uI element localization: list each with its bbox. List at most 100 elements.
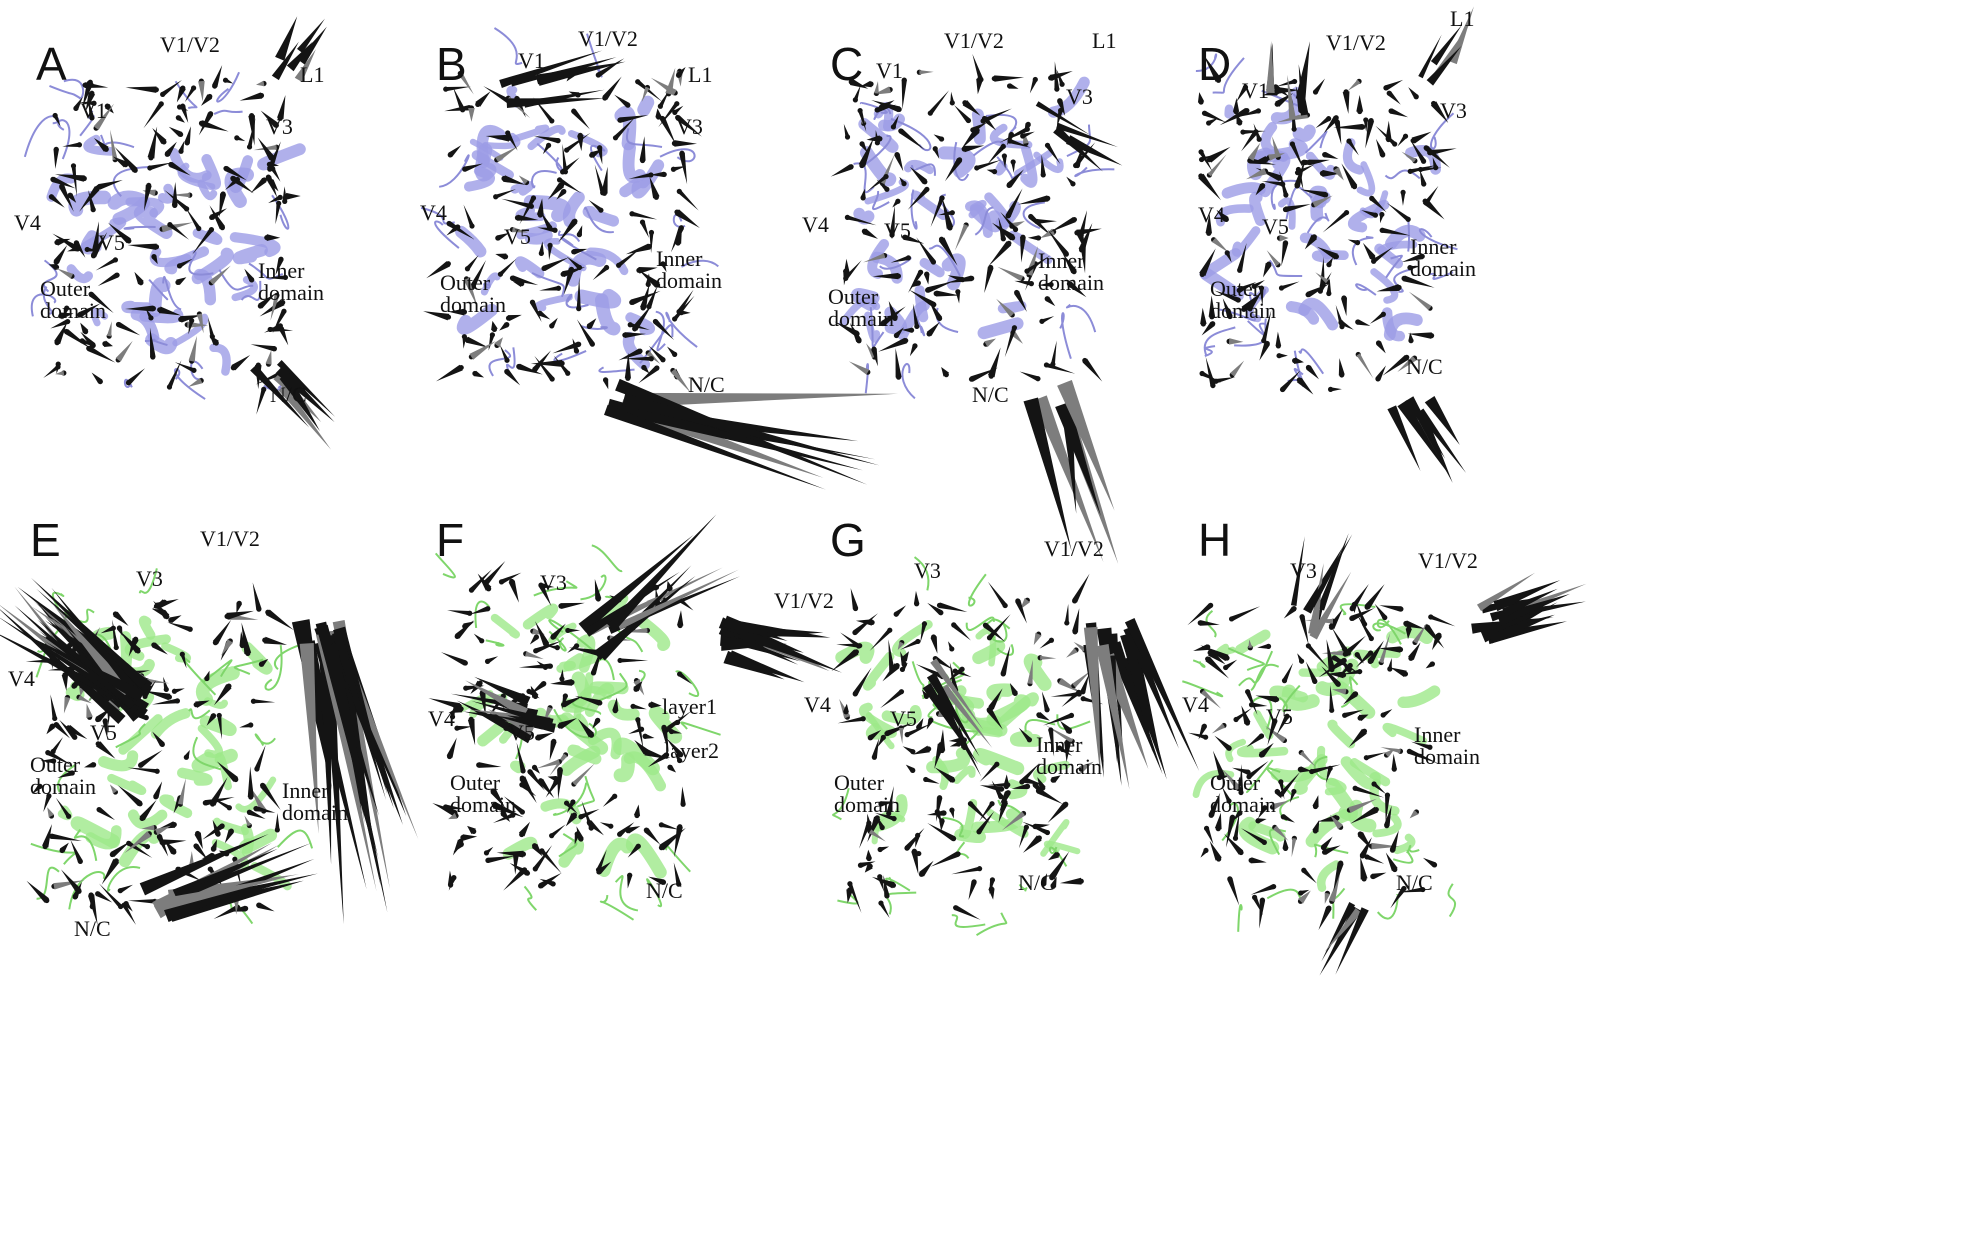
- mode-vector-arrow: [635, 719, 644, 750]
- mode-vector-arrow: [866, 813, 873, 830]
- mode-vector-arrow: [144, 184, 152, 211]
- mode-vector-arrow: [224, 78, 234, 84]
- mode-vector-arrow: [488, 334, 495, 351]
- residue-vectors: [1197, 6, 1474, 484]
- coil-loop: [188, 708, 211, 719]
- mode-vector-arrow: [627, 844, 641, 858]
- mode-vector-arrow: [117, 785, 143, 807]
- coil-loop: [63, 78, 85, 100]
- mode-vector-arrow: [49, 194, 65, 208]
- ribbon-strand: [238, 828, 278, 854]
- mode-vector-arrow: [674, 826, 683, 858]
- mode-vector-arrow: [604, 404, 826, 490]
- mode-vector-arrow: [913, 590, 920, 604]
- mode-vector-arrow: [95, 741, 116, 759]
- ribbon-strand: [201, 153, 221, 190]
- mode-vector-arrow: [51, 602, 133, 698]
- ribbon-strand: [1327, 719, 1356, 749]
- mode-vector-arrow: [332, 631, 387, 801]
- ribbon-strand: [118, 714, 163, 755]
- mode-vector-arrow: [440, 652, 467, 666]
- ribbon-strand: [138, 615, 156, 640]
- mode-vector-arrow: [721, 636, 788, 651]
- mode-vector-arrow: [168, 222, 190, 240]
- mode-vector-arrow: [1047, 802, 1068, 823]
- coil-loop: [951, 914, 986, 928]
- mode-vector-arrow: [996, 298, 1015, 317]
- coil-loop: [590, 144, 606, 172]
- coil-loop: [871, 190, 890, 211]
- mode-vector-arrow: [1349, 728, 1367, 747]
- mode-vector-arrow: [606, 514, 717, 632]
- panel-letter: A: [36, 38, 67, 90]
- mode-vector-arrow: [1050, 340, 1057, 365]
- mode-vector-arrow: [1397, 134, 1408, 147]
- mode-vector-arrow: [1309, 571, 1352, 640]
- mode-vector-arrow: [139, 799, 157, 821]
- mode-vector-arrow: [1227, 877, 1240, 906]
- mode-vector-arrow: [1338, 358, 1345, 376]
- mode-vector-arrow: [853, 85, 861, 101]
- mode-vector-arrow: [178, 141, 185, 152]
- mode-vector-arrow: [463, 204, 474, 227]
- mode-vector-arrow: [469, 606, 489, 615]
- mode-vector-arrow: [538, 778, 555, 799]
- mode-vector-arrow: [217, 715, 223, 740]
- mode-vector-arrow: [1315, 116, 1331, 129]
- coil-loop: [599, 894, 635, 921]
- mode-vector-arrow: [103, 340, 113, 347]
- mode-vector-arrow: [277, 95, 286, 120]
- coil-loop: [56, 764, 76, 793]
- mode-vector-arrow: [93, 137, 109, 152]
- ribbon-strand: [232, 244, 268, 265]
- mode-vector-arrow: [210, 839, 217, 851]
- mode-vector-arrow: [658, 102, 679, 128]
- mode-vector-arrow: [899, 727, 904, 744]
- coil-loop: [928, 244, 961, 277]
- mode-vector-arrow: [71, 165, 77, 197]
- mode-vector-arrow: [294, 49, 316, 83]
- mode-vector-arrow: [926, 281, 954, 293]
- mode-vector-arrow: [878, 337, 907, 352]
- coil-loop: [1385, 254, 1403, 279]
- coil-loop: [1306, 212, 1330, 234]
- coil-loop: [1392, 850, 1414, 864]
- mode-vector-arrow: [547, 182, 565, 200]
- coil-loop: [57, 119, 71, 160]
- mode-vector-arrow: [984, 266, 994, 294]
- ribbon-strand: [625, 833, 667, 879]
- ribbon-strand: [176, 767, 213, 786]
- mode-vector-arrow: [1002, 155, 1007, 169]
- mode-vector-arrow: [850, 588, 859, 610]
- coil-loop: [1065, 303, 1097, 333]
- mode-vector-arrow: [991, 780, 1003, 798]
- mode-vector-arrow: [53, 880, 85, 890]
- mode-vector-arrow: [1400, 192, 1406, 206]
- label-n-c: N/C: [1018, 870, 1055, 895]
- mode-vector-arrow: [1334, 121, 1342, 145]
- coil-loop: [1340, 676, 1359, 709]
- ribbon-strand: [853, 207, 875, 225]
- mode-vector-arrow: [1020, 237, 1026, 263]
- mode-vector-arrow: [1384, 748, 1395, 758]
- mode-vector-arrow: [638, 267, 658, 274]
- mode-vector-arrow: [641, 86, 650, 103]
- mode-vector-arrow: [1001, 811, 1026, 831]
- mode-vector-arrow: [888, 639, 895, 671]
- label-v1-v2: V1/V2: [160, 32, 220, 57]
- mode-vector-arrow: [448, 812, 458, 820]
- mode-vector-arrow: [1037, 712, 1050, 721]
- mode-vector-arrow: [244, 815, 252, 827]
- ribbon-strand: [172, 313, 209, 347]
- coil-loop: [991, 622, 1008, 643]
- coil-loop: [558, 833, 578, 858]
- ribbon-strand: [480, 272, 501, 296]
- mode-vector-arrow: [673, 862, 681, 885]
- label-l1: L1: [688, 62, 712, 87]
- coil-loop: [213, 109, 243, 115]
- mode-vector-arrow: [213, 905, 239, 919]
- coil-loop: [553, 349, 587, 362]
- mode-vector-arrow: [1386, 202, 1410, 222]
